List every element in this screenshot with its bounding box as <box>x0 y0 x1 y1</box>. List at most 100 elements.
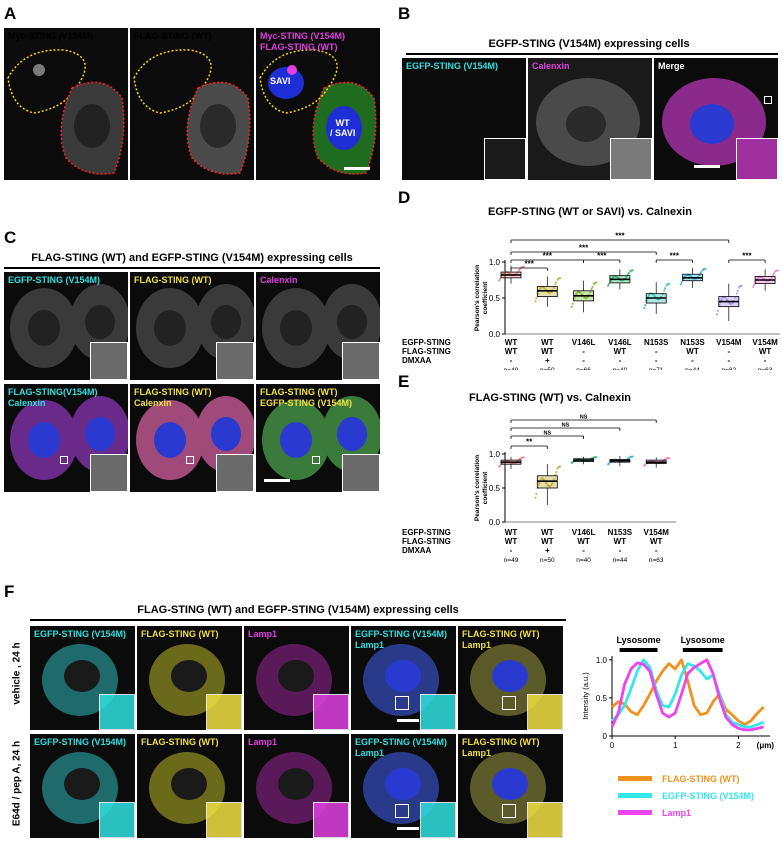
panel-f-image-r2-c5: FLAG-STING (WT) Lamp1 <box>458 734 563 838</box>
data-point <box>772 273 775 276</box>
condition-label: WT <box>614 537 627 546</box>
panel-f-row-label-1: vehicle , 24 h <box>11 642 23 705</box>
data-point <box>689 275 692 278</box>
box-group <box>570 456 598 465</box>
condition-label: V154M <box>644 528 670 537</box>
panel-f-image-r2-c3: Lamp1 <box>244 734 349 838</box>
condition-label: - <box>510 356 513 365</box>
data-point <box>606 463 610 466</box>
panel-c-title: FLAG-STING (WT) and EGFP-STING (V154M) e… <box>31 252 353 264</box>
data-point <box>730 302 733 305</box>
data-point <box>701 268 704 271</box>
panel-c-inset-r1-c2 <box>216 342 254 380</box>
panel-f-image-r2-c2: FLAG-STING (WT) <box>137 734 242 838</box>
panel-f-channel-label-r2-c1: EGFP-STING (V154M) <box>34 737 127 747</box>
legend-label: EGFP-STING (V154M) <box>662 790 755 801</box>
x-tick-label: 1 <box>673 741 678 750</box>
data-point <box>643 307 646 310</box>
data-point <box>629 270 632 273</box>
data-point <box>592 282 596 286</box>
condition-label: V154M <box>752 338 778 347</box>
significance-label: NS <box>580 415 588 421</box>
panel-c-scale-bar <box>264 479 290 482</box>
data-point <box>575 292 578 295</box>
panel-f-image-r1-c1: EGFP-STING (V154M) <box>30 626 135 730</box>
panel-a-channel-label-2: FLAG-STING (WT) <box>134 31 212 41</box>
condition-label: WT <box>505 528 518 537</box>
data-point <box>679 283 682 286</box>
significance-bracket: *** <box>510 260 548 271</box>
box-group <box>606 455 634 467</box>
panel-c-channel-label-r2-c3: FLAG-STING (WT) EGFP-STING (V154M) <box>260 387 353 408</box>
nucleus <box>28 310 60 346</box>
condition-label: WT <box>505 338 518 347</box>
data-point <box>520 456 523 460</box>
significance-bracket: *** <box>728 252 766 263</box>
data-point <box>579 291 582 294</box>
sample-size-label: n=71 <box>649 367 664 370</box>
box-group <box>643 456 671 468</box>
sample-size-label: n=66 <box>576 367 591 370</box>
condition-label: WT <box>505 347 518 356</box>
condition-label: - <box>727 356 730 365</box>
panel-c-roi-r2-c1 <box>60 456 68 464</box>
panel-a-cell-label-savi: SAVI <box>270 76 291 86</box>
data-point <box>606 284 610 287</box>
panel-f-image-r2-c1: EGFP-STING (V154M) <box>30 734 135 838</box>
data-point <box>736 289 739 292</box>
data-point <box>753 283 756 286</box>
sample-size-label: n=50 <box>540 557 555 564</box>
condition-label: - <box>510 546 513 555</box>
data-point <box>508 272 511 275</box>
data-point <box>625 275 628 278</box>
significance-label: *** <box>543 252 553 261</box>
sample-size-label: n=50 <box>540 367 555 370</box>
condition-label: - <box>619 356 622 365</box>
y-axis-label: Pearson's correlationcoefficient <box>474 455 489 521</box>
series-line <box>610 658 765 732</box>
data-point <box>558 465 562 468</box>
data-point <box>665 284 668 287</box>
box-group <box>715 283 743 322</box>
data-point <box>734 296 737 299</box>
condition-label: + <box>545 356 550 365</box>
condition-label: + <box>545 546 550 555</box>
nucleus <box>154 422 186 458</box>
panel-b-image-merge: Merge <box>654 58 778 180</box>
condition-label: WT <box>577 537 590 546</box>
nucleus <box>337 305 367 339</box>
condition-label: WT <box>650 537 663 546</box>
nucleus <box>337 417 367 451</box>
y-tick-label: 0 <box>603 732 608 741</box>
data-point <box>556 278 559 281</box>
data-point <box>576 290 580 294</box>
data-point <box>643 464 646 467</box>
panel-b-channel-label-2: Calenxin <box>532 61 570 71</box>
condition-label: V146L <box>572 528 596 537</box>
panel-f-title: FLAG-STING (WT) and EGFP-STING (V154M) e… <box>137 604 459 616</box>
y-tick-label: 0.5 <box>596 694 608 703</box>
legend-item: FLAG-STING (WT) <box>618 770 778 787</box>
data-point <box>522 265 525 268</box>
significance-bracket: *** <box>510 252 585 263</box>
data-point <box>517 269 521 272</box>
condition-label: - <box>727 347 730 356</box>
panel-c-channel-label-r1-c3: Calenxin <box>260 275 298 285</box>
condition-label: - <box>582 347 585 356</box>
condition-label: WT <box>541 338 554 347</box>
box-group <box>498 456 525 469</box>
nucleus <box>85 305 115 339</box>
data-point <box>539 287 542 290</box>
panel-f-scale-bar-r2 <box>397 827 419 830</box>
panel-c-channel-label-r1-c2: FLAG-STING (WT) <box>134 275 212 285</box>
panel-c-cells-r1-c2 <box>136 284 254 368</box>
nucleus <box>85 417 115 451</box>
data-point <box>616 276 620 279</box>
data-point <box>552 286 555 289</box>
panel-c-image-r2-c3: FLAG-STING (WT) EGFP-STING (V154M) <box>256 384 380 492</box>
data-point <box>774 270 777 273</box>
significance-label: *** <box>615 232 625 241</box>
region-label: Lysosome <box>681 635 725 645</box>
panel-b-channel-label-1: EGFP-STING (V154M) <box>406 61 499 71</box>
